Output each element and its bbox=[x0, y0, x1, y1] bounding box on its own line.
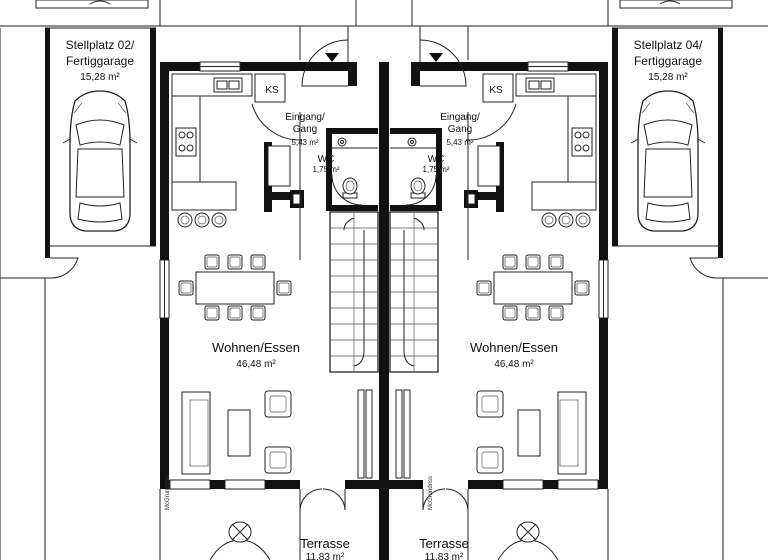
unit-left: KS bbox=[159, 73, 379, 560]
ks-left: KS bbox=[265, 85, 279, 96]
entrance-arrow-icon bbox=[325, 53, 339, 62]
chair-icon bbox=[476, 280, 492, 296]
eingang-left-area: 5,43 m² bbox=[291, 138, 318, 147]
lounge-chair-icon bbox=[497, 521, 559, 560]
wohnen-left-area: 46,48 m² bbox=[236, 359, 276, 370]
chair-icon bbox=[227, 254, 243, 270]
eingang-right-area: 5,43 m² bbox=[446, 138, 473, 147]
chair-icon bbox=[276, 280, 292, 296]
stool-icon bbox=[177, 212, 193, 228]
stellplatz-left-area: 15,28 m² bbox=[80, 72, 120, 83]
wc-right-name: WC bbox=[428, 154, 445, 165]
armchair-icon bbox=[264, 446, 292, 474]
stool-icon bbox=[575, 212, 591, 228]
lounge-chair-icon bbox=[209, 521, 271, 560]
terrasse-left-name: Terrasse bbox=[300, 536, 350, 551]
chair-icon bbox=[204, 305, 220, 321]
chair-icon bbox=[502, 254, 518, 270]
chair-icon bbox=[502, 305, 518, 321]
chair-icon bbox=[548, 305, 564, 321]
eingang-right-line2: Gang bbox=[448, 124, 472, 135]
stool-icon bbox=[558, 212, 574, 228]
entrance-right bbox=[419, 26, 469, 87]
sink-icon bbox=[525, 77, 555, 93]
armchair-icon bbox=[476, 446, 504, 474]
wc-left-name: WC bbox=[318, 154, 335, 165]
eingang-left-line2: Gang bbox=[293, 124, 317, 135]
ks-right: KS bbox=[489, 85, 503, 96]
toilet-icon bbox=[410, 177, 426, 199]
car-icon bbox=[630, 90, 706, 232]
stellplatz-left-title2: Fertiggarage bbox=[66, 54, 134, 68]
chair-icon bbox=[574, 280, 590, 296]
stove-icon bbox=[571, 127, 593, 157]
stellplatz-right-title2: Fertiggarage bbox=[634, 54, 702, 68]
toilet-icon bbox=[342, 177, 358, 199]
house-walls bbox=[159, 61, 609, 560]
top-strip bbox=[0, 0, 768, 27]
stool-icon bbox=[541, 212, 557, 228]
terrasse-left-area: 11,83 m² bbox=[306, 552, 345, 560]
unit-right: KS bbox=[389, 73, 609, 560]
chair-icon bbox=[178, 280, 194, 296]
wohnen-left-name: Wohnen/Essen bbox=[212, 340, 300, 355]
garage-left: Stellplatz 02/ Fertiggarage 15,28 m² bbox=[0, 27, 156, 560]
wohnen-right-area: 46,48 m² bbox=[494, 359, 534, 370]
chair-icon bbox=[204, 254, 220, 270]
stellplatz-right-title1: Stellplatz 04/ bbox=[634, 38, 703, 52]
armchair-icon bbox=[476, 390, 504, 418]
watermark-right: McGrundriss bbox=[428, 476, 434, 510]
wc-right-area: 1,75 m² bbox=[422, 165, 449, 174]
stool-icon bbox=[194, 212, 210, 228]
stellplatz-left-title1: Stellplatz 02/ bbox=[66, 38, 135, 52]
car-icon bbox=[62, 90, 138, 232]
chair-icon bbox=[525, 254, 541, 270]
chair-icon bbox=[525, 305, 541, 321]
stellplatz-right-area: 15,28 m² bbox=[648, 72, 688, 83]
chair-icon bbox=[250, 254, 266, 270]
entrance-left bbox=[299, 26, 349, 87]
stove-icon bbox=[175, 127, 197, 157]
armchair-icon bbox=[264, 390, 292, 418]
garage-right: Stellplatz 04/ Fertiggarage 15,28 m² bbox=[612, 27, 768, 560]
wc-left-area: 1,75 m² bbox=[312, 165, 339, 174]
wohnen-right-name: Wohnen/Essen bbox=[470, 340, 558, 355]
chair-icon bbox=[548, 254, 564, 270]
entrance-arrow-icon bbox=[429, 53, 443, 62]
chair-icon bbox=[250, 305, 266, 321]
terrasse-right-name: Terrasse bbox=[419, 536, 469, 551]
sink-icon bbox=[213, 77, 243, 93]
eingang-left-line1: Eingang/ bbox=[285, 112, 325, 123]
eingang-right-line1: Eingang/ bbox=[440, 112, 480, 123]
terrasse-right-area: 11,83 m² bbox=[425, 552, 464, 560]
watermark-left: McGrundriss bbox=[165, 476, 171, 510]
stool-icon bbox=[211, 212, 227, 228]
chair-icon bbox=[227, 305, 243, 321]
